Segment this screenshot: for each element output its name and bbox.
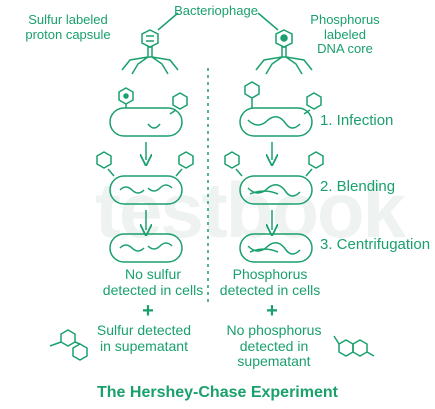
left-phage-head-infection — [172, 92, 188, 110]
left-phage-on-cell-icon — [118, 87, 134, 108]
right-supernatant-result: No phosphorus detected in supematant — [214, 322, 334, 370]
right-cells-result-text: Phosphorus detected in cells — [219, 266, 321, 298]
left-cell-infection — [109, 107, 183, 137]
left-cell-centrifugation-dna — [119, 242, 173, 252]
diagram-title: The Hershey-Chase Experiment — [97, 384, 338, 401]
left-cell-blending-dna — [119, 184, 173, 194]
left-phage-head-blend-2 — [178, 151, 194, 169]
plus-left: + — [142, 300, 154, 322]
right-cell-centrifugation — [239, 233, 313, 263]
right-cell-infection-dna — [247, 116, 301, 129]
right-phage-on-cell-icon — [244, 81, 260, 108]
step-centrifugation-label: 3. Centrifugation — [320, 236, 431, 253]
right-cell-blending-dna — [247, 184, 301, 197]
left-supernatant-phage-icon — [49, 329, 88, 361]
right-supernatant-phage-icon — [333, 335, 375, 357]
right-cell-infection — [239, 107, 313, 137]
left-supernatant-result: Sulfur detected in supematant — [84, 322, 204, 354]
left-cell-centrifugation — [109, 233, 183, 263]
right-phage-head-blend-1 — [224, 151, 240, 169]
bacteriophage-label: Bacteriophage — [174, 3, 258, 18]
left-supernatant-result-text: Sulfur detected in supematant — [96, 322, 192, 354]
right-cells-result: Phosphorus detected in cells — [210, 266, 330, 298]
right-supernatant-result-text: No phosphorus detected in supematant — [226, 322, 322, 370]
bacteriophage-phosphorus-icon — [255, 29, 313, 75]
pointer-line-bacteriophage-right — [257, 12, 279, 31]
sulfur-capsule-label: Sulfur labeled proton capsule — [4, 12, 132, 42]
sulfur-capsule-text: Sulfur labeled proton capsule — [25, 12, 111, 42]
right-cell-centrifugation-dna — [247, 242, 301, 255]
left-cells-result-text: No sulfur detected in cells — [102, 266, 204, 298]
right-cell-blending — [239, 175, 313, 205]
left-cell-blending — [109, 175, 183, 205]
pointer-line-bacteriophage-left — [157, 12, 179, 31]
bacteriophage-sulfur-icon — [121, 29, 179, 75]
left-cell-infection-dna — [147, 123, 161, 129]
phosphorus-core-label: Phosphorus labeled DNA core — [300, 12, 390, 57]
plus-right: + — [266, 300, 278, 322]
right-phage-head-infection — [306, 92, 322, 110]
step-blending-label: 2. Blending — [320, 178, 396, 195]
left-cells-result: No sulfur detected in cells — [98, 266, 208, 298]
phosphorus-core-text: Phosphorus labeled DNA core — [310, 12, 380, 57]
left-phage-head-blend-1 — [96, 151, 112, 169]
right-phage-head-blend-2 — [308, 151, 324, 169]
step-infection-label: 1. Infection — [320, 112, 394, 129]
